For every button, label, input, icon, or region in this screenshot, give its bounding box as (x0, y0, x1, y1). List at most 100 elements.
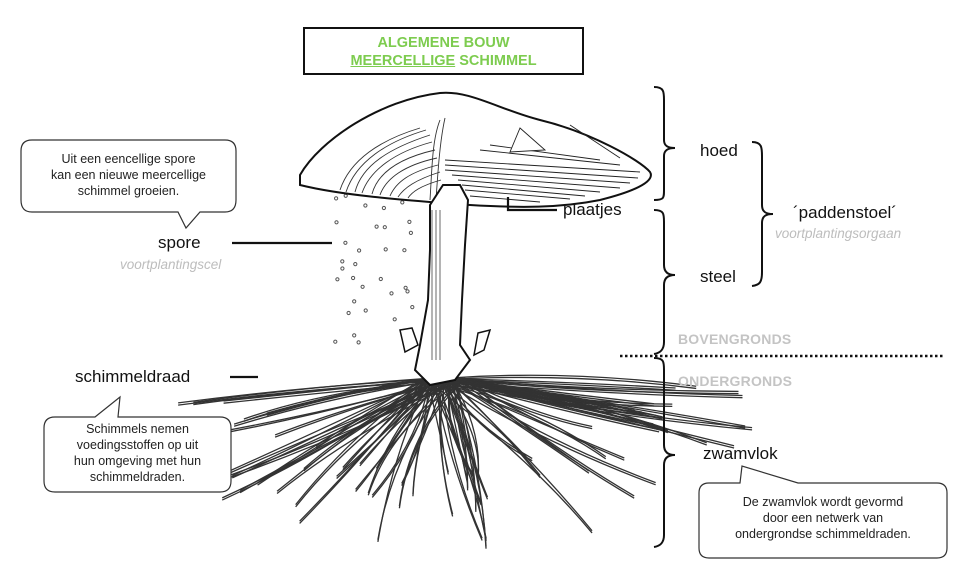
spore-dot (334, 196, 339, 201)
spore-dot (343, 193, 348, 198)
label-plaatjes: plaatjes (563, 200, 622, 219)
bubble-line: door een netwerk van (762, 511, 884, 525)
label-zwamvlok: zwamvlok (703, 444, 778, 463)
spore-dot (378, 276, 383, 282)
spore-dot (382, 225, 387, 230)
label-spore: spore (158, 233, 201, 252)
hypha-thread (315, 379, 444, 449)
hypha-thread (441, 379, 469, 491)
title-line-2: MEERCELLIGE SCHIMMEL (305, 52, 582, 70)
diagram-title: ALGEMENE BOUW MEERCELLIGE SCHIMMEL (303, 27, 584, 75)
bubble-line: schimmeldraden. (89, 470, 186, 484)
hypha-thread (457, 379, 654, 427)
hypha-thread (315, 377, 426, 447)
label-steel: steel (700, 267, 736, 286)
bubble-line: kan een nieuwe meercellige (51, 168, 206, 182)
hypha-thread (448, 377, 656, 484)
label-schimmeldraad: schimmeldraad (75, 367, 191, 386)
hypha-thread (295, 377, 431, 506)
bubble-line: ondergrondse schimmeldraden. (735, 527, 911, 541)
hypha-thread (459, 379, 635, 499)
hypha-thread (355, 377, 450, 490)
spore-bubble (20, 139, 237, 230)
spore-dot (352, 333, 357, 338)
spore-dot (407, 219, 412, 224)
spore-dot (352, 299, 357, 304)
spore-dot (340, 266, 345, 271)
spore-bubble-text: Uit een eencellige spore kan een nieuwe … (21, 151, 236, 199)
plaatjes-pointer (506, 197, 557, 212)
hypha-thread (303, 379, 448, 472)
hypha-thread (342, 379, 427, 471)
hypha-thread (453, 380, 477, 512)
title-line-1: ALGEMENE BOUW (377, 35, 510, 51)
hypha-thread (233, 379, 440, 427)
hypha-thread (303, 377, 444, 470)
label-spore-sub: voortplantingscel (120, 257, 222, 272)
bubble-line: Schimmels nemen (86, 422, 189, 436)
hypha-thread (445, 380, 468, 483)
bubble-line: Uit een eencellige spore (61, 152, 196, 166)
title-underlined-word: MEERCELLIGE (350, 53, 456, 69)
spore-dot (363, 308, 368, 313)
spore-dot (353, 262, 358, 267)
hypha-thread (435, 377, 625, 459)
spore-dot (334, 220, 339, 225)
zwamvlok-bubble-text: De zwamvlok wordt gevormd door een netwe… (699, 494, 947, 542)
schimmeldraad-bubble-text: Schimmels nemen voedingsstoffen op uit h… (44, 421, 231, 485)
hypha-thread (401, 380, 430, 486)
hypha-thread (449, 379, 590, 474)
spore-dot (405, 289, 410, 294)
spore-dot (402, 248, 407, 253)
hypha-thread (355, 379, 432, 492)
paddenstoel-brace (751, 141, 774, 287)
hypha-thread (455, 377, 743, 397)
hypha-thread (233, 377, 428, 425)
schimmeldraad-bubble (43, 395, 232, 493)
stem-illustration (399, 184, 492, 387)
hypha-thread (178, 379, 448, 406)
spore-dot (340, 259, 345, 264)
braces (653, 86, 774, 548)
bubble-line: voedingsstoffen op uit (76, 438, 199, 452)
hypha-thread (201, 379, 459, 488)
spore-dot (408, 230, 413, 235)
hypha-thread (428, 379, 743, 399)
spore-dot (346, 310, 351, 316)
spore-dot (333, 339, 338, 344)
hypha-thread (295, 379, 439, 508)
label-hoed: hoed (700, 141, 738, 160)
zwamvlok-brace (653, 357, 676, 548)
spore-dot (363, 203, 368, 208)
spore-dot (360, 284, 365, 289)
bubble-line: hun omgeving met hun (73, 454, 202, 468)
spore-dot (392, 317, 397, 322)
hypha-thread (433, 380, 483, 541)
steel-brace (653, 209, 676, 355)
hypha-thread (462, 379, 655, 407)
spore-dot (381, 205, 386, 211)
hypha-thread (446, 377, 593, 532)
spore-dot (400, 200, 405, 205)
bubble-line: schimmel groeien. (77, 184, 180, 198)
spore-dot (335, 277, 340, 282)
mycelium-illustration (145, 374, 753, 549)
spore-dot (356, 340, 361, 345)
spore-dot (403, 285, 408, 290)
cap-illustration (299, 91, 652, 208)
hoed-brace (653, 86, 676, 201)
hypha-thread (454, 379, 593, 430)
hypha-thread (441, 377, 483, 539)
spore-dot (351, 275, 356, 281)
hypha-thread (445, 379, 660, 433)
bubble-line: De zwamvlok wordt gevormd (742, 495, 904, 509)
spore-dot (343, 240, 348, 245)
label-paddenstoel-sub: voortplantingsorgaan (775, 226, 902, 241)
spore-dot (374, 224, 379, 229)
title-rest: SCHIMMEL (455, 53, 537, 69)
spore-dot (410, 305, 415, 310)
label-ondergronds: ONDERGRONDS (678, 373, 793, 389)
spore-dot (389, 291, 394, 296)
pointer-lines (230, 197, 557, 379)
